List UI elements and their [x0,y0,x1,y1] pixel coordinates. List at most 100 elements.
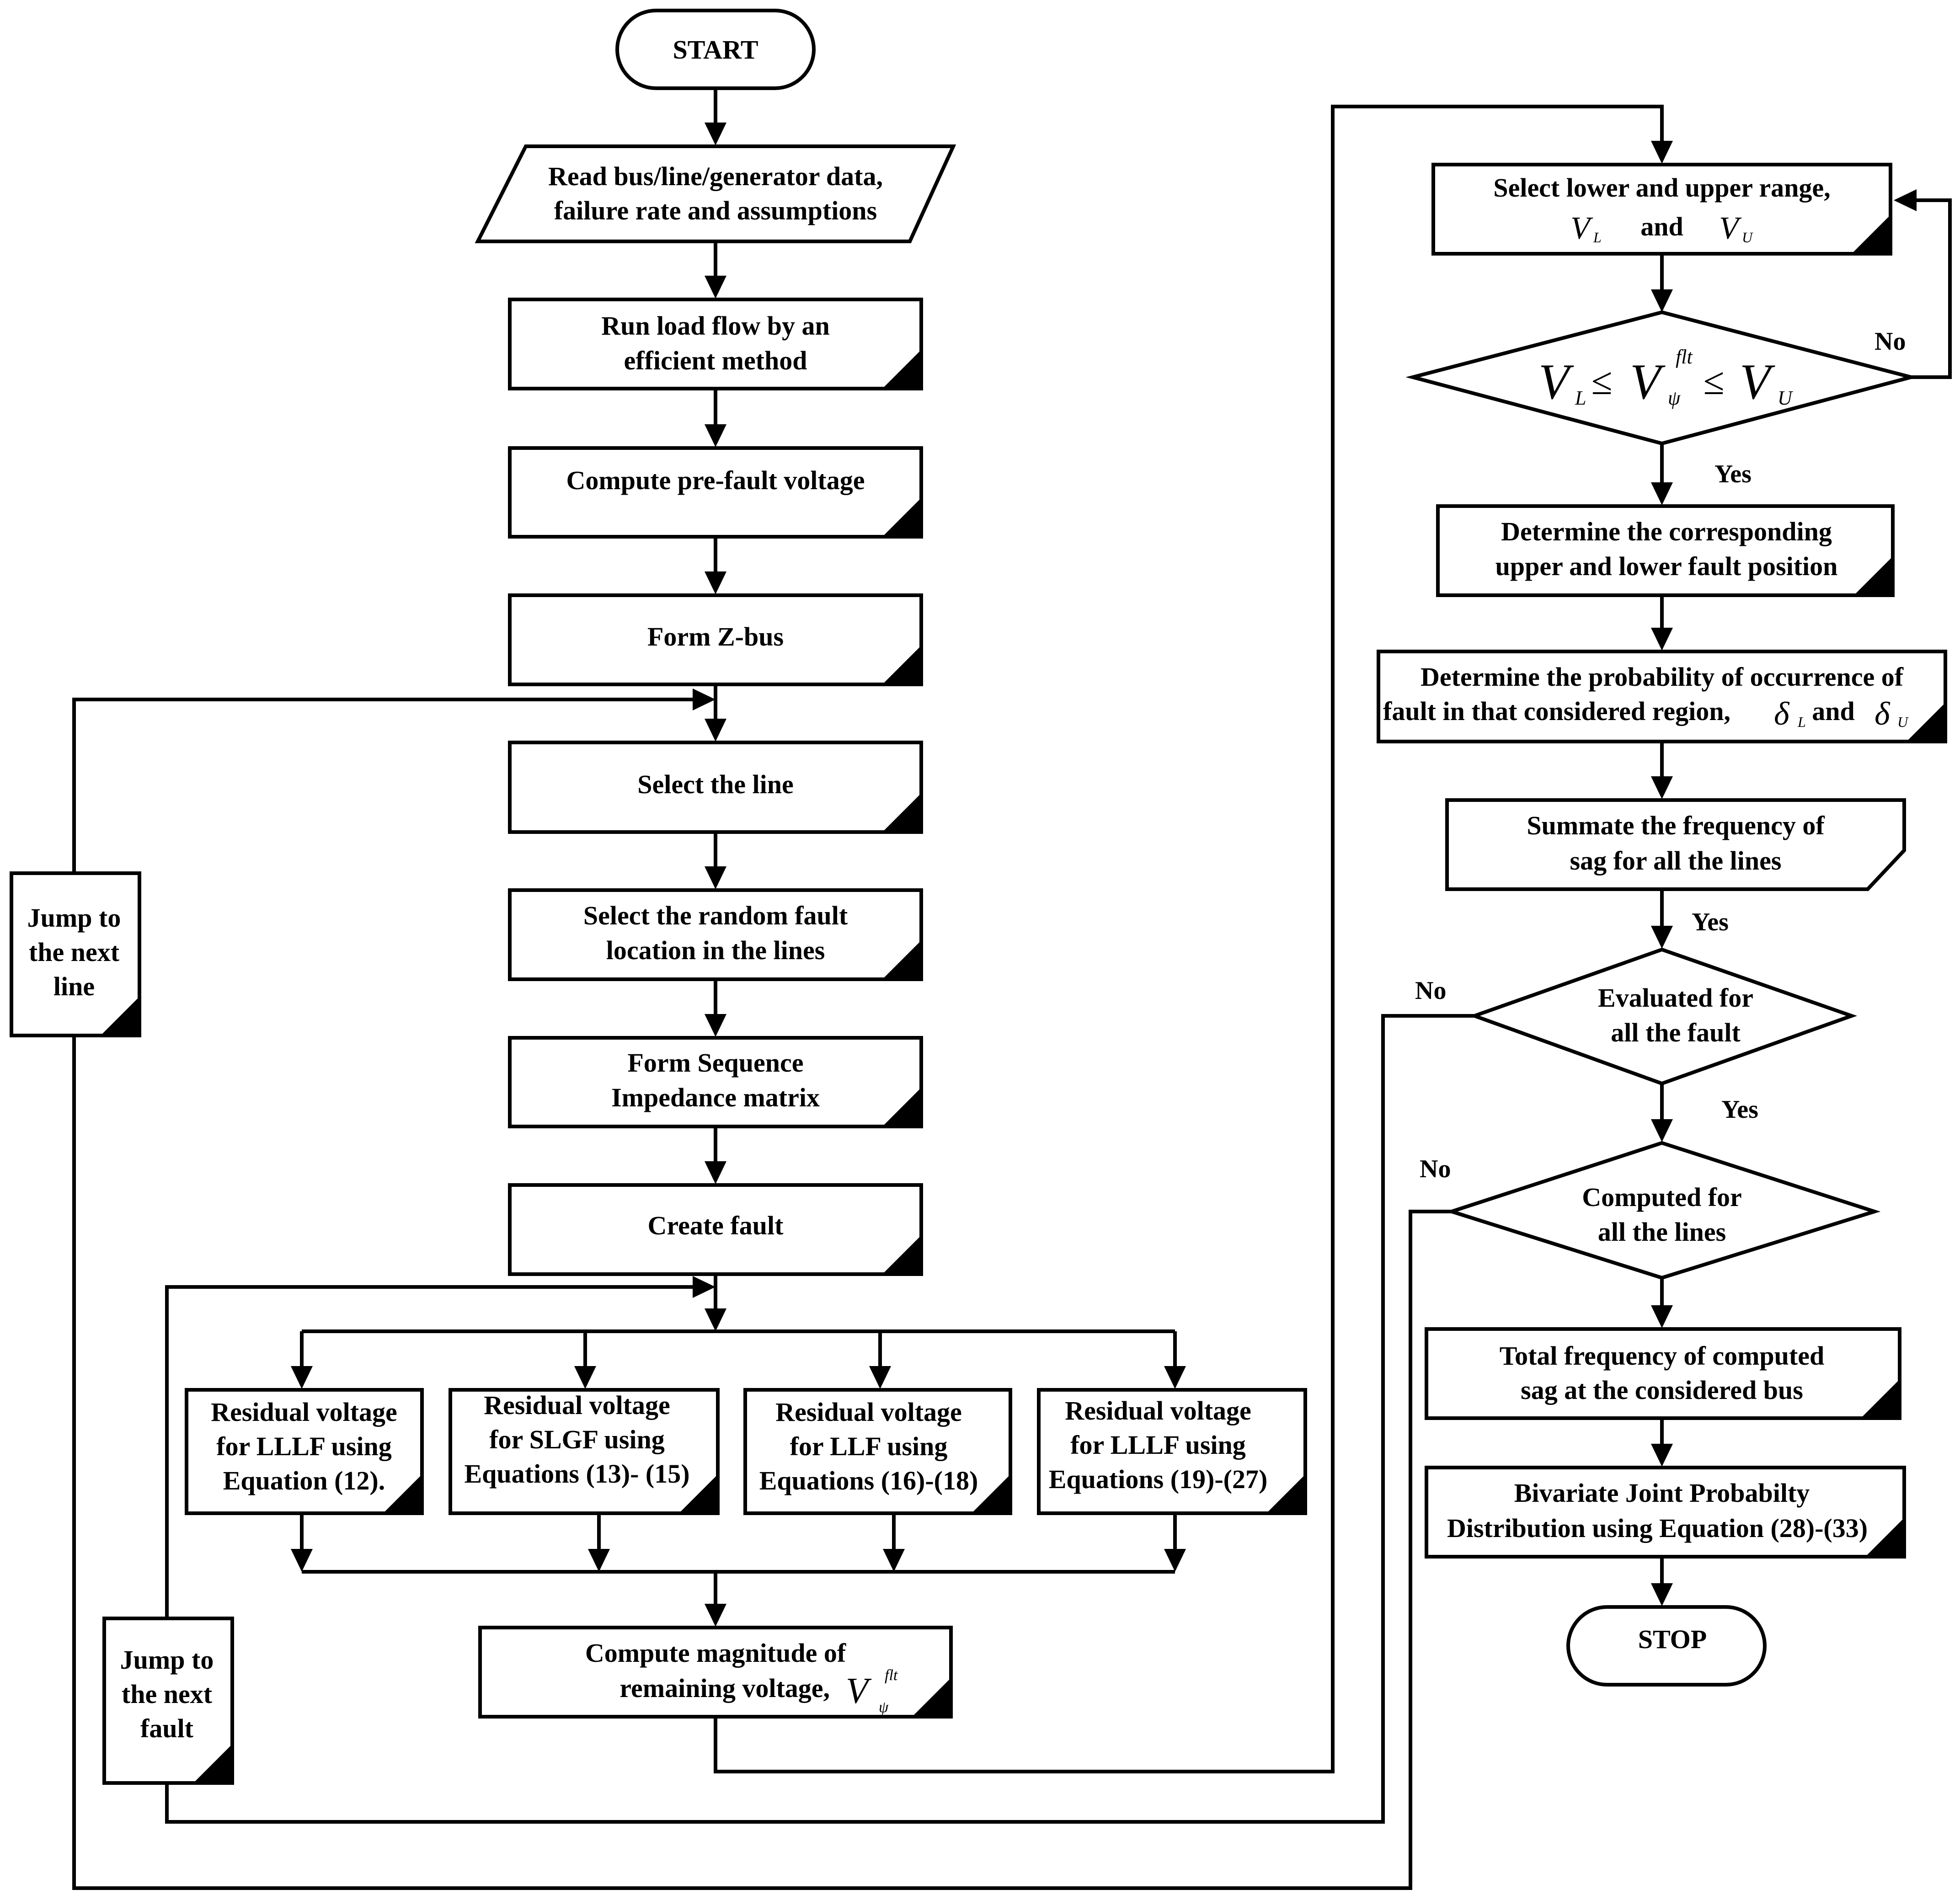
arrowhead [1894,189,1917,211]
connector-magnitude-to-range [714,105,1664,1773]
residual-1-line-2: for LLLF using [216,1431,392,1461]
connector-range-no [1911,198,1952,379]
arrowhead [705,424,726,447]
math-leq-1: ≤ [1591,360,1612,403]
arrowhead [1651,1305,1673,1328]
arrowhead [705,866,726,889]
residual-4-line-3: Equations (19)-(27) [1049,1464,1268,1494]
create-fault-label: Create fault [648,1211,784,1240]
arrowhead [574,1366,596,1389]
jump-line-line-3: line [53,972,95,1001]
label-no-range: No [1875,327,1906,356]
connector-evaluated-no [165,1014,1474,1824]
compute-magnitude-line-1: Compute magnitude of [585,1638,846,1668]
computed-line-1: Computed for [1582,1182,1742,1212]
math-sub-u-range: U [1742,229,1753,246]
summate-line-2: sag for all the lines [1570,846,1782,875]
jump-fault-line-1: Jump to [120,1645,214,1675]
select-range-box: Select lower and upper range, V L and V … [1431,163,1892,256]
residual-2-line-2: for SLGF using [489,1425,665,1454]
sequence-box: Form Sequence Impedance matrix [508,1036,923,1128]
math-psi-subscript: ψ [879,1699,889,1716]
connectors [72,88,1952,1890]
jump-line-line-1: Jump to [27,903,121,933]
determine-probability-box: Determine the probability of occurrence … [1377,650,1947,743]
residual-3-line-3: Equations (16)-(18) [759,1466,978,1495]
arrowhead [705,719,726,742]
math-delta-sub-u: U [1897,714,1909,730]
total-frequency-line-1: Total frequency of computed [1500,1341,1825,1371]
label-yes-summate: Yes [1692,908,1729,936]
arrowhead [1651,289,1673,312]
load-flow-box: Run load flow by an efficient method [508,298,923,390]
math-flt-sup: flt [1676,346,1693,368]
label-no-computed: No [1420,1155,1451,1183]
determine-probability-line-3: and [1812,696,1855,726]
sequence-line-2: Impedance matrix [611,1083,820,1112]
jump-next-line-box: Jump to the next line [10,871,141,1037]
random-fault-line-1: Select the random fault [583,901,848,930]
arrowhead [869,1366,891,1389]
read-data-line-2: failure rate and assumptions [554,196,877,225]
math-v-u: V [1740,354,1775,410]
arrowhead [705,276,726,299]
determine-probability-line-1: Determine the probability of occurrence … [1421,662,1904,692]
load-flow-line-1: Run load flow by an [601,311,830,341]
math-v-upper: V [1719,211,1742,246]
residual-3-line-2: for LLF using [790,1431,948,1461]
sequence-line-1: Form Sequence [628,1048,804,1078]
residual-llf-box: Residual voltage for LLF using Equations… [743,1388,1012,1515]
connector-jump-fault [165,1285,693,1618]
residual-slgf-box: Residual voltage for SLGF using Equation… [449,1388,720,1515]
zbus-box: Form Z-bus [508,593,923,686]
label-yes-evaluated: Yes [1721,1095,1758,1124]
math-v-lower: V [1570,211,1593,246]
arrowhead [705,571,726,594]
bivariate-line-2: Distribution using Equation (28)-(33) [1447,1513,1868,1543]
arrowhead [1651,1444,1673,1467]
jump-next-fault-box: Jump to the next fault [102,1617,234,1785]
evaluated-line-2: all the fault [1611,1018,1741,1047]
determine-probability-line-2: fault in that considered region, [1383,696,1730,726]
arrowhead [693,689,716,710]
residual-4-line-1: Residual voltage [1065,1396,1251,1425]
random-fault-box: Select the random fault location in the … [508,888,923,981]
determine-position-line-2: upper and lower fault position [1495,551,1838,581]
compute-magnitude-box: Compute magnitude of remaining voltage, … [478,1626,953,1719]
arrowhead [1651,482,1673,505]
residual-2-line-1: Residual voltage [484,1390,670,1420]
arrowhead [1651,1119,1673,1142]
arrowhead [1164,1549,1186,1572]
math-sub-l-range: L [1593,229,1602,246]
bivariate-line-1: Bivariate Joint Probabilty [1514,1478,1810,1508]
residual-3-line-1: Residual voltage [775,1397,962,1427]
label-no-evaluated: No [1415,977,1446,1005]
summate-line-1: Summate the frequency of [1527,811,1825,840]
bivariate-box: Bivariate Joint Probabilty Distribution … [1425,1466,1906,1559]
arrowhead [883,1549,905,1572]
total-frequency-box: Total frequency of computed sag at the c… [1425,1327,1901,1420]
select-line-box: Select the line [508,741,923,834]
read-data-input: Read bus/line/generator data, failure ra… [475,144,956,243]
evaluated-line-1: Evaluated for [1598,983,1753,1013]
start-terminal: START [615,9,816,90]
load-flow-line-2: efficient method [624,346,807,375]
prefault-box: Compute pre-fault voltage [508,446,923,539]
arrowhead [1651,776,1673,799]
determine-position-box: Determine the corresponding upper and lo… [1436,504,1895,597]
label-yes-range: Yes [1714,460,1752,488]
math-delta-sub-l: L [1797,714,1806,730]
zbus-label: Form Z-bus [647,622,784,651]
arrowhead [291,1366,313,1389]
random-fault-line-2: location in the lines [606,935,825,965]
edge-labels: No Yes Yes No Yes No [1415,327,1906,1183]
select-range-line-2: and [1640,212,1683,241]
arrowhead [705,1161,726,1184]
math-v-l: V [1538,354,1574,410]
residual-2-line-3: Equations (13)- (15) [464,1459,689,1489]
math-flt-superscript: flt [885,1667,898,1684]
residual-4-line-2: for LLLF using [1070,1430,1246,1460]
create-fault-box: Create fault [508,1183,923,1276]
arrowhead [291,1549,313,1572]
